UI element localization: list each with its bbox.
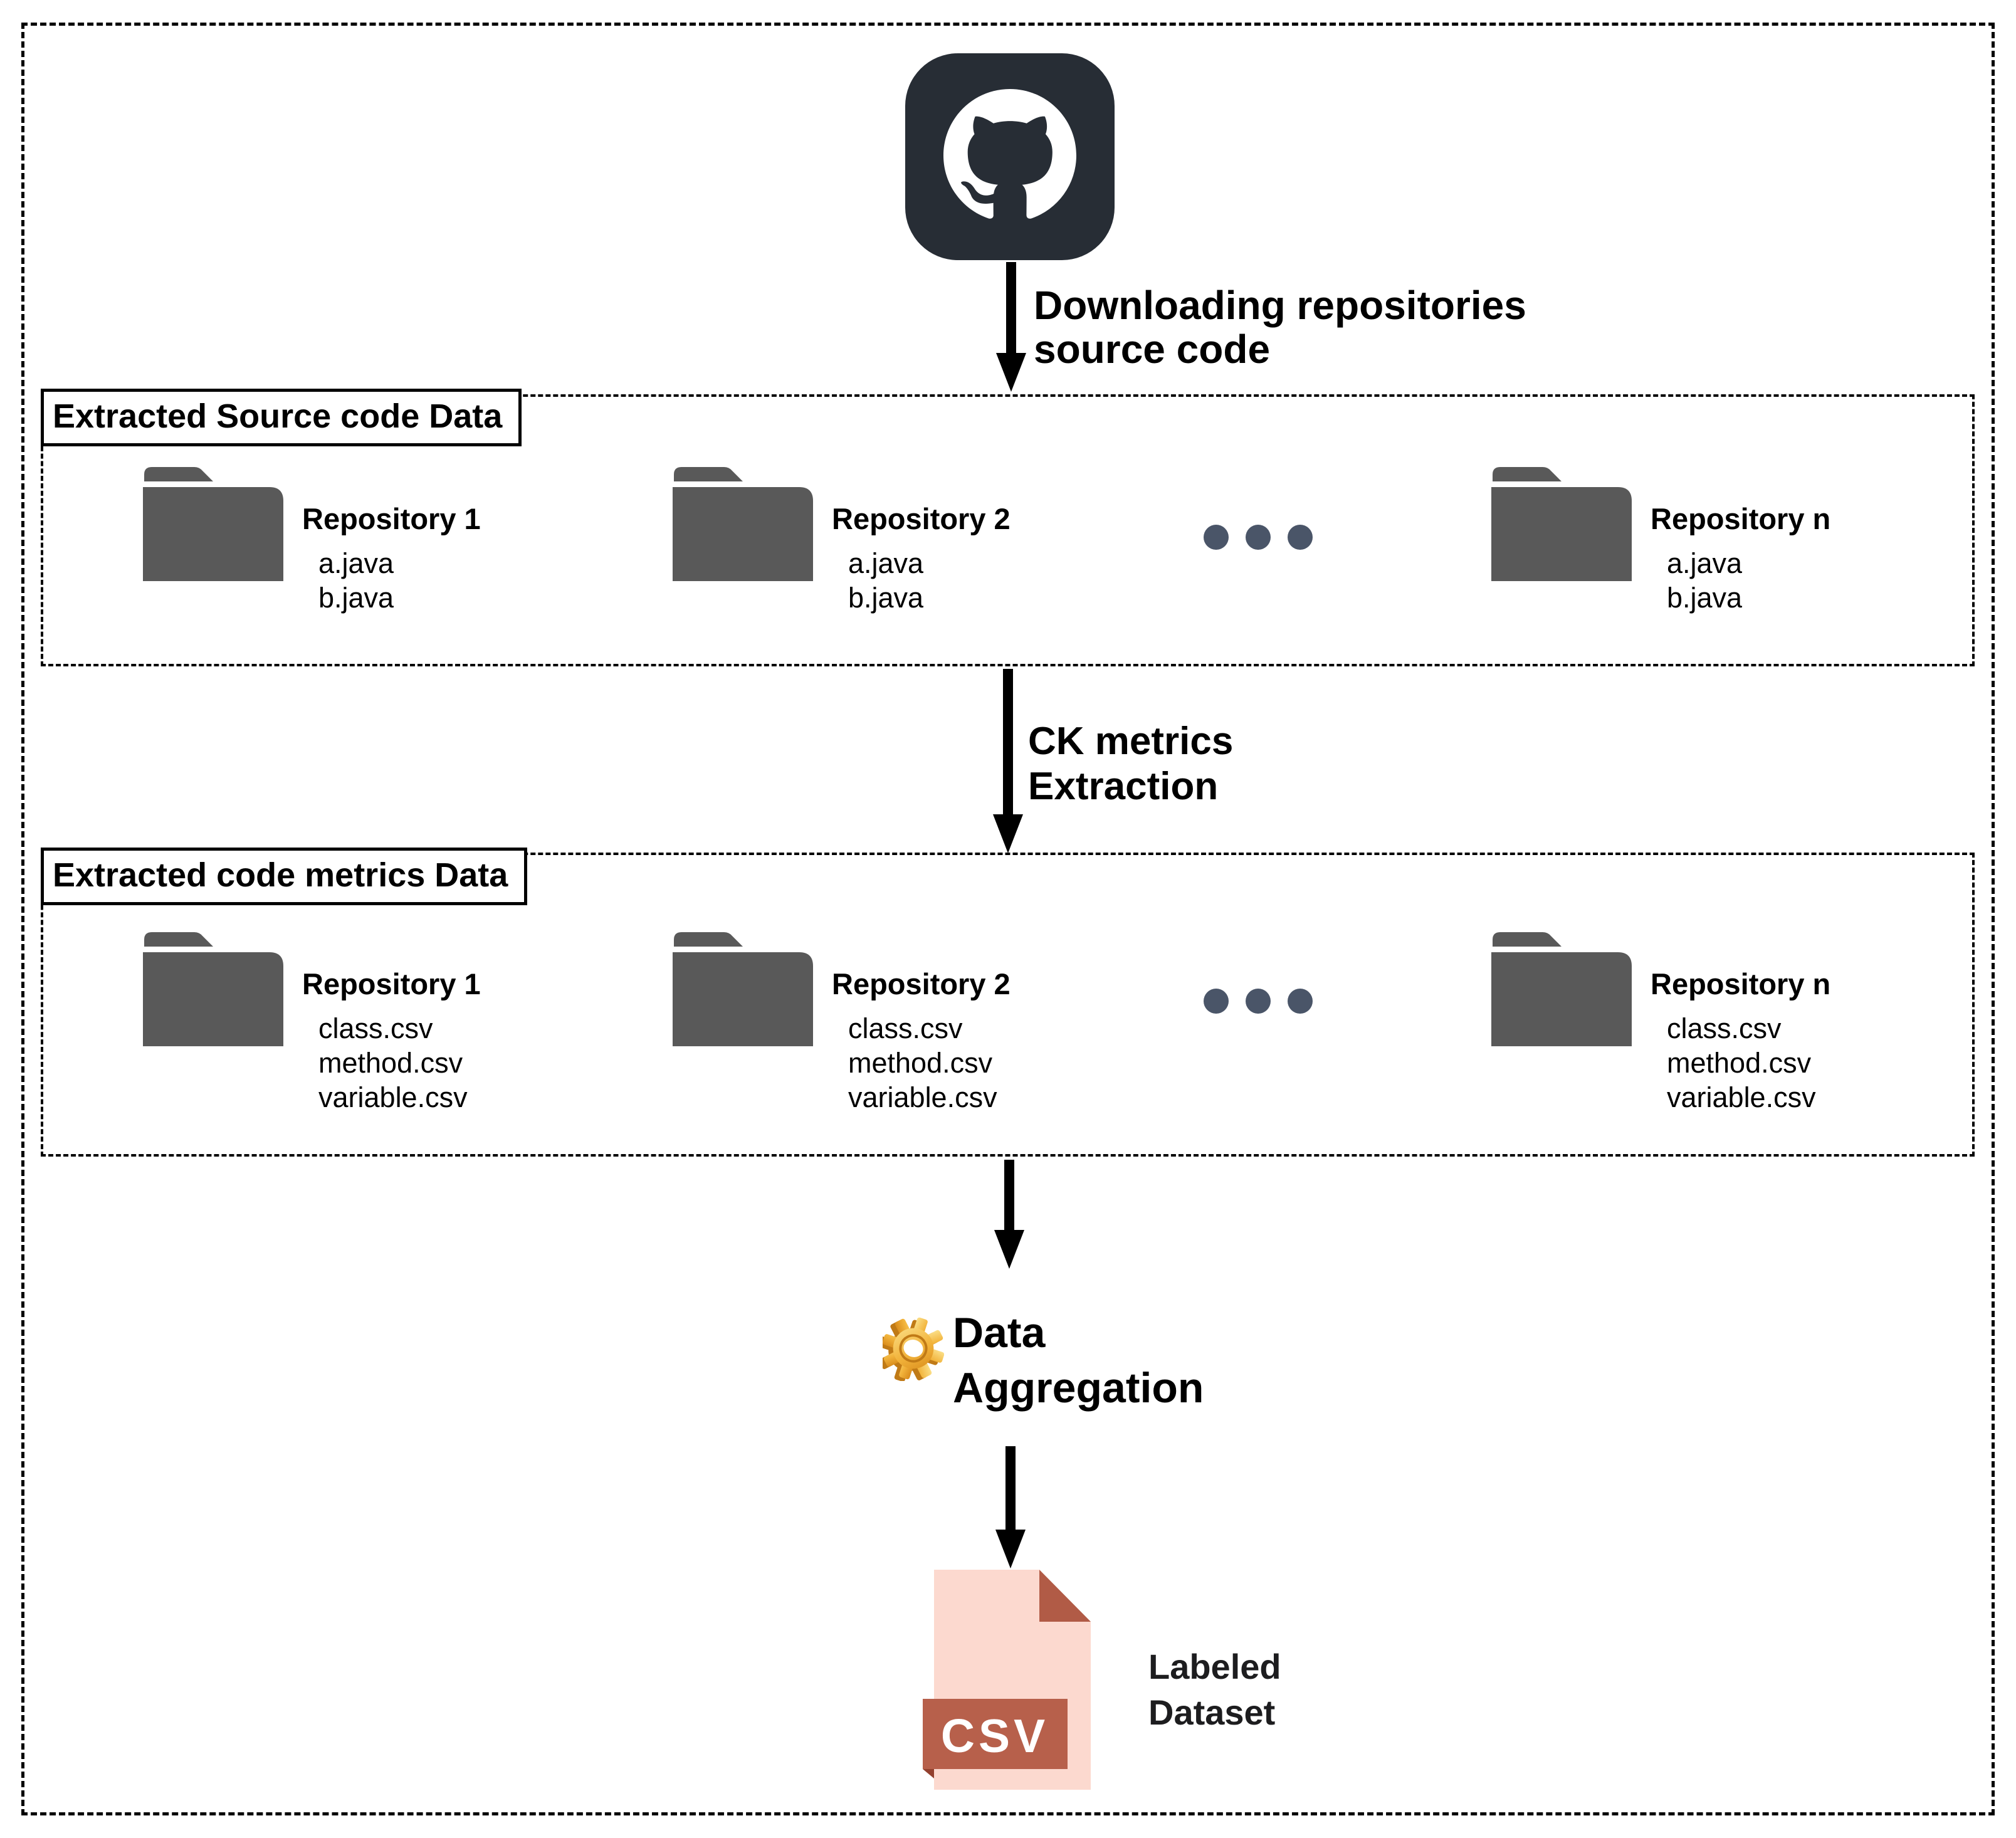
- metrics-box-label: Extracted code metrics Data: [41, 848, 528, 905]
- arrow-shaft: [1003, 669, 1013, 814]
- caption-labeled-dataset: Labeled Dataset: [1148, 1644, 1281, 1735]
- repo-title: Repository n: [1651, 502, 1831, 535]
- caption-data-aggregation: Data Aggregation: [953, 1305, 1204, 1415]
- arrow-to-aggregation-icon: [994, 1160, 1024, 1269]
- repo-file: method.csv: [848, 1047, 993, 1079]
- arrow-head: [996, 353, 1026, 392]
- dot: [1288, 525, 1313, 550]
- arrow-shaft: [1004, 1160, 1014, 1230]
- repo-group: Repository 1 a.java b.java: [142, 466, 481, 615]
- arrow-shaft: [1005, 1446, 1016, 1530]
- folder-icon: [143, 467, 283, 581]
- folder-icon: [673, 467, 813, 581]
- ellipsis-icon: [1204, 525, 1313, 550]
- repo-file: method.csv: [318, 1047, 463, 1079]
- arrow-to-dataset-icon: [995, 1446, 1026, 1568]
- repo-file: a.java: [1667, 547, 1743, 579]
- gear-icon: [883, 1317, 944, 1381]
- code-metrics-box: [41, 853, 1975, 1157]
- folder-icon: [673, 932, 813, 1046]
- caption-line: Aggregation: [953, 1364, 1204, 1412]
- repo-title: Repository n: [1651, 967, 1831, 1000]
- dot: [1246, 525, 1271, 550]
- repo-group: Repository n class.csv method.csv variab…: [1490, 931, 1830, 1115]
- caption-downloading: Downloading repositories source code: [1034, 283, 1526, 371]
- folder-icon: [143, 932, 283, 1046]
- caption-line: Labeled: [1148, 1647, 1281, 1686]
- dot: [1204, 525, 1229, 550]
- repo-file: class.csv: [848, 1012, 963, 1044]
- caption-line: Data: [953, 1309, 1046, 1357]
- repo-file: b.java: [848, 582, 924, 614]
- csv-badge-text: CSV: [941, 1709, 1049, 1762]
- csv-file-icon: CSV: [923, 1570, 1091, 1790]
- repo-file: variable.csv: [848, 1081, 997, 1113]
- ellipsis-icon: [1204, 989, 1313, 1014]
- caption-line: Downloading repositories: [1034, 283, 1526, 328]
- arrow-ck-extraction-icon: [993, 669, 1023, 853]
- source-code-box: [41, 394, 1975, 666]
- arrow-head: [993, 814, 1023, 853]
- diagram-outer-border: [21, 23, 1995, 1815]
- arrow-download-icon: [996, 262, 1026, 392]
- repo-file: variable.csv: [1667, 1081, 1816, 1113]
- source-box-label: Extracted Source code Data: [41, 389, 522, 446]
- repo-group: Repository 1 class.csv method.csv variab…: [142, 931, 481, 1115]
- repo-group: Repository n a.java b.java: [1490, 466, 1830, 615]
- repo-title: Repository 1: [302, 967, 481, 1000]
- arrow-head: [994, 1230, 1024, 1269]
- repo-file: class.csv: [318, 1012, 433, 1044]
- folder-icon: [1491, 467, 1632, 581]
- caption-line: CK metrics: [1028, 720, 1234, 763]
- repo-title: Repository 2: [832, 502, 1011, 535]
- github-icon: [905, 53, 1115, 260]
- caption-line: Extraction: [1028, 765, 1219, 808]
- repo-file: method.csv: [1667, 1047, 1812, 1079]
- folder-icon: [1491, 932, 1632, 1046]
- caption-line: source code: [1034, 327, 1271, 372]
- repo-file: a.java: [848, 547, 924, 579]
- arrow-head: [995, 1530, 1026, 1568]
- repo-file: a.java: [318, 547, 394, 579]
- dot: [1246, 989, 1271, 1014]
- repo-file: b.java: [1667, 582, 1743, 614]
- caption-line: Dataset: [1148, 1693, 1276, 1732]
- repo-title: Repository 2: [832, 967, 1011, 1000]
- repo-file: b.java: [318, 582, 394, 614]
- dot: [1204, 989, 1229, 1014]
- repo-title: Repository 1: [302, 502, 481, 535]
- dot: [1288, 989, 1313, 1014]
- repo-group: Repository 2 a.java b.java: [671, 466, 1011, 615]
- repo-file: variable.csv: [318, 1081, 468, 1113]
- repo-group: Repository 2 class.csv method.csv variab…: [671, 931, 1011, 1115]
- repo-file: class.csv: [1667, 1012, 1782, 1044]
- caption-ck-metrics: CK metrics Extraction: [1028, 719, 1233, 809]
- arrow-shaft: [1006, 262, 1016, 353]
